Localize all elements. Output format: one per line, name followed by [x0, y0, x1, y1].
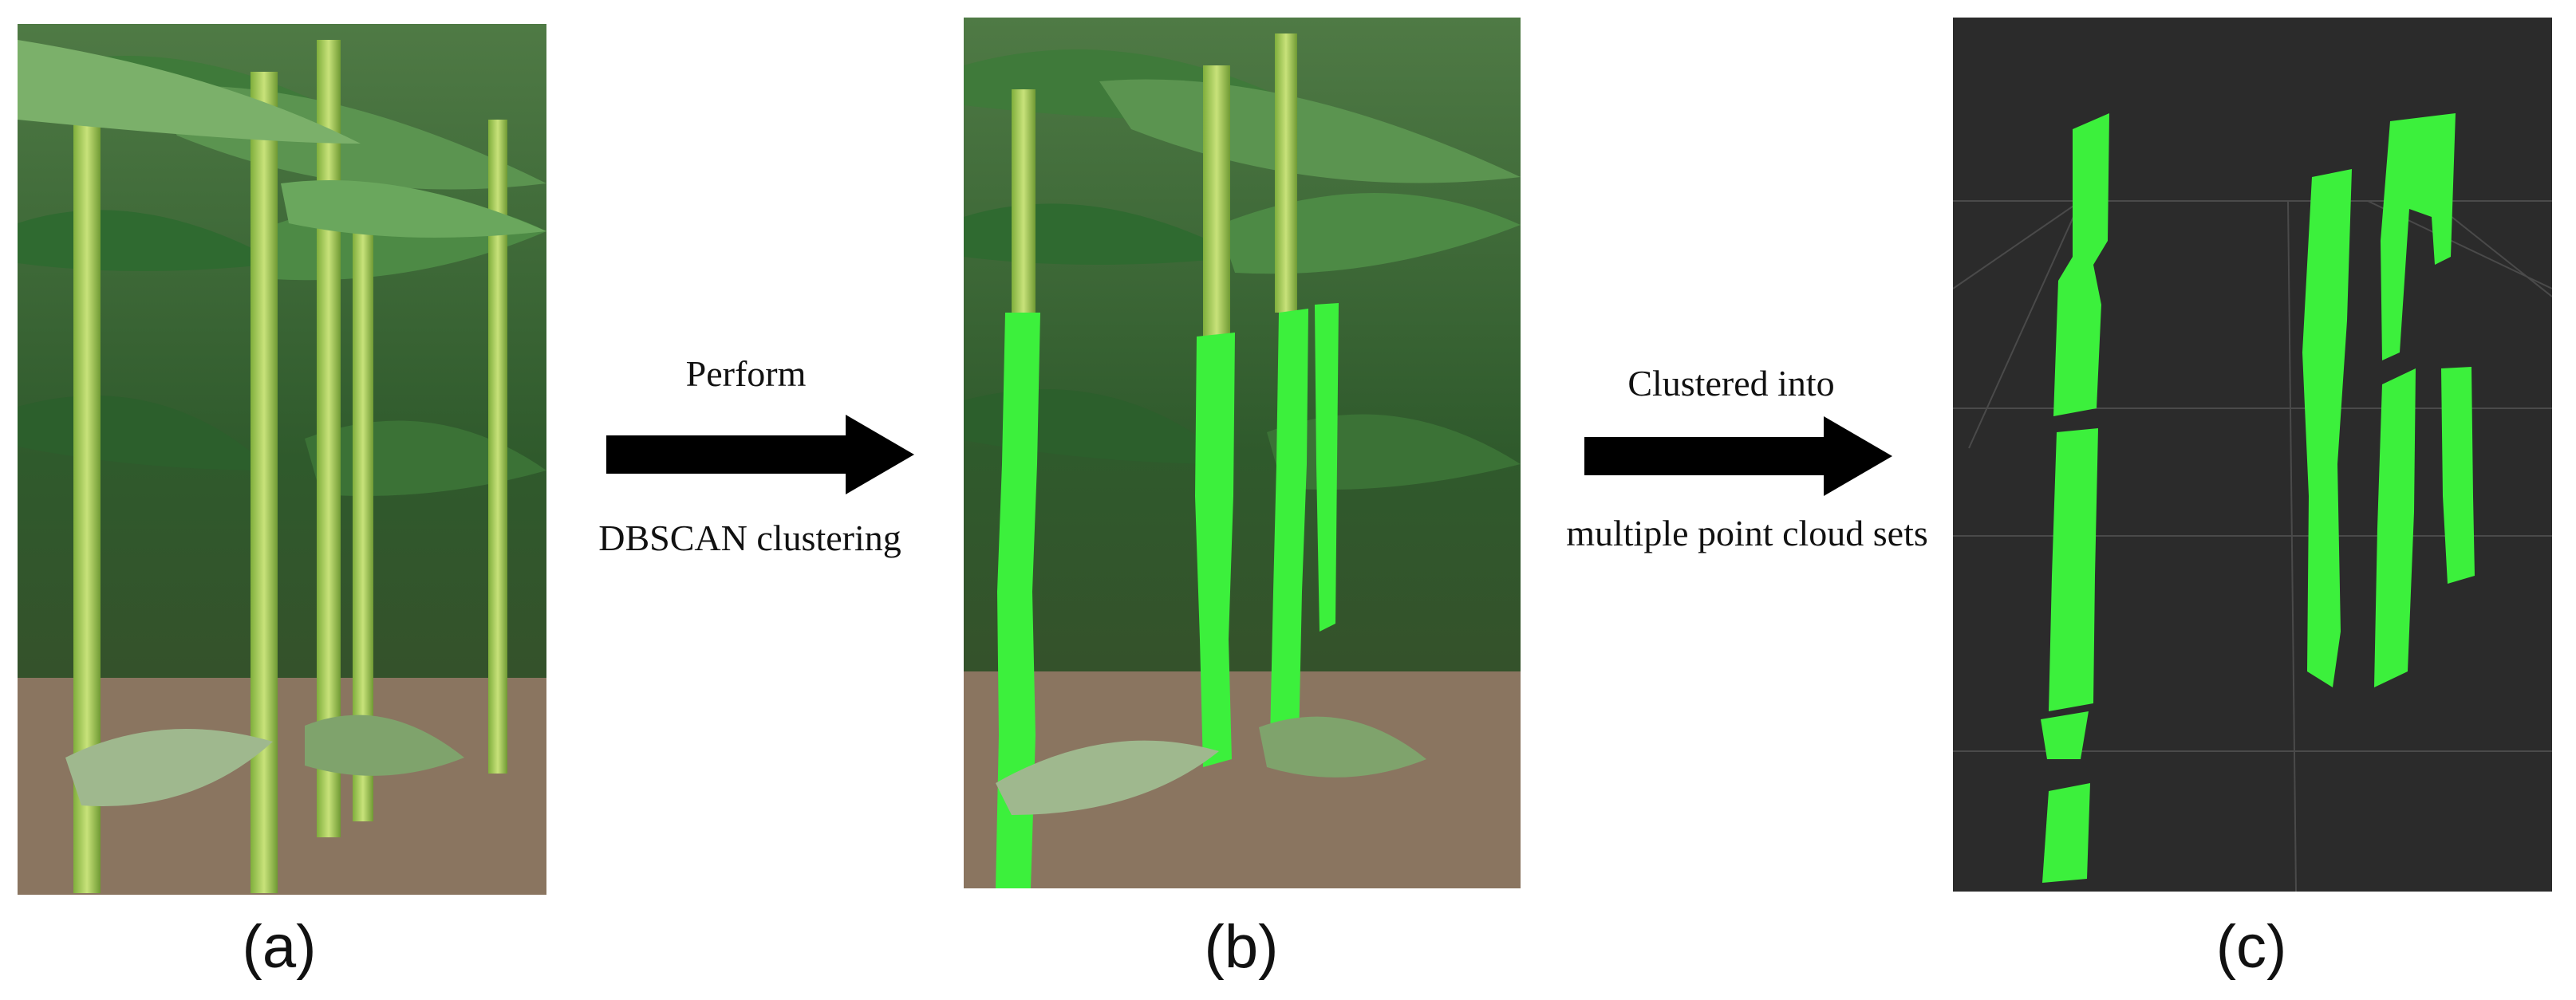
point-cloud-cluster-5	[2441, 367, 2475, 584]
highlighted-stalk-3	[1270, 309, 1308, 743]
stalk-3	[317, 40, 341, 837]
point-cloud-cluster-1c	[2041, 711, 2089, 759]
panel-label-c: (c)	[2215, 913, 2287, 981]
maize-field-illustration	[18, 24, 546, 895]
point-cloud-cluster-2	[2302, 169, 2352, 687]
arrow-1-caption-top: Perform	[685, 353, 807, 394]
arrow-2-caption-bottom: multiple point cloud sets	[1566, 513, 1928, 553]
arrow-2-caption-top: Clustered into	[1627, 363, 1835, 404]
panel-label-b: (b)	[1204, 913, 1279, 981]
arrow-1-caption-bottom: DBSCAN clustering	[598, 518, 901, 558]
highlighted-stalk-4	[1315, 303, 1339, 632]
stalk-4	[353, 183, 373, 821]
point-cloud-cluster-1	[2053, 113, 2109, 416]
panel-label-a: (a)	[242, 913, 317, 981]
point-cloud-view	[1953, 18, 2552, 892]
maize-photo-original	[18, 24, 546, 895]
point-cloud-cluster-1d	[2042, 783, 2090, 883]
point-cloud-illustration	[1953, 113, 2552, 892]
point-cloud-cluster-4	[2374, 368, 2416, 687]
right-arrow-icon	[1584, 416, 1892, 496]
point-cloud-cluster-1b	[2049, 428, 2098, 711]
point-cloud-cluster-3	[2381, 113, 2456, 360]
maize-photo-clustered	[964, 18, 1521, 888]
stalk-2	[250, 72, 278, 893]
right-arrow-icon	[606, 415, 914, 494]
maize-field-clustered-illustration	[964, 18, 1521, 888]
highlighted-stalk-2	[1195, 333, 1235, 767]
highlighted-stalk-1	[996, 313, 1040, 888]
